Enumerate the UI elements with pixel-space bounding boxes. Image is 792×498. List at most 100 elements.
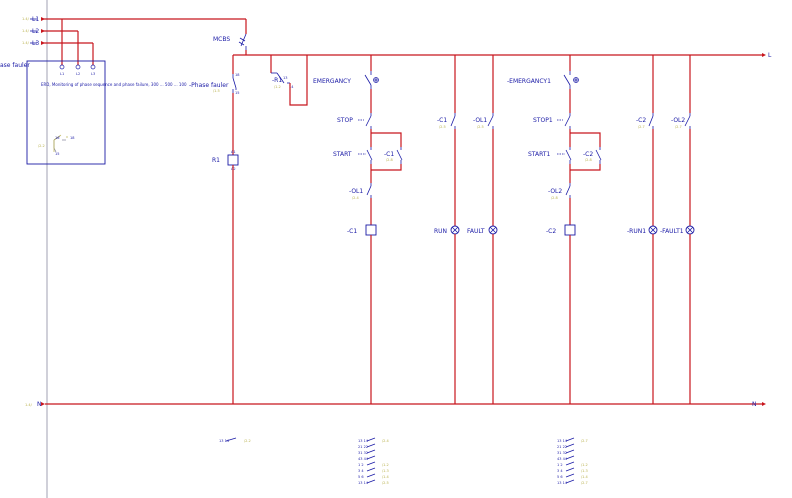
overload-2: -OL2 /2.8 [548, 183, 571, 200]
c1-xref-ref: /1.3 [382, 469, 389, 473]
c2-xref-pins: 3 4 [557, 469, 563, 473]
c2-xref-pins: 31 32 [557, 451, 567, 455]
c2-xref-pins: 21 22 [557, 445, 567, 449]
supply-l2: 1.4/ L2 [22, 28, 78, 35]
hold-contact-2: -C2 /2.8 [583, 147, 602, 164]
start-2-label: START1 [528, 151, 551, 158]
phase-relay-title: ase fauler [0, 62, 30, 69]
neutral-label: N [37, 401, 42, 408]
mcb: MCBS [213, 33, 247, 50]
c2-xref-ref: /1.3 [581, 469, 588, 473]
svg-text:15: 15 [55, 152, 59, 156]
fault-lamp-1: FAULT [467, 225, 498, 235]
fault-contact-2: -OL2 /2.7 [671, 113, 691, 129]
svg-text:/2.5: /2.5 [477, 125, 484, 129]
c1-xref-contact [366, 473, 376, 478]
c1-xref-contact [366, 449, 376, 454]
c2-xref-pins: 43 44 [557, 457, 568, 461]
contactor-coil-1: -C1 [347, 224, 377, 236]
overload-1: -OL1 /2.4 [349, 183, 372, 200]
c2-xref-ref: /1.4 [581, 475, 589, 479]
fault-contact-1: -OL1 /2.5 [473, 113, 494, 129]
run-lamp-1-label: RUN [434, 228, 447, 235]
c1-xref-pins: 43 44 [358, 457, 369, 461]
r1-contact-label: -R1 [272, 77, 282, 84]
svg-text:/2.8: /2.8 [551, 196, 558, 200]
run-contact-1-label: -C1 [437, 117, 447, 124]
c1-xref-contact [366, 461, 376, 466]
neutral-rail: 1.4/ N N [25, 401, 766, 408]
svg-text:/2.8: /2.8 [386, 158, 393, 162]
emergency-stop-2: -EMERGANCY1 [507, 71, 579, 89]
run-lamp-2: -RUN1 [627, 225, 658, 235]
stop-2-label: STOP1 [533, 117, 553, 124]
c2-xref-ref: /2.7 [581, 439, 588, 443]
c1-xref-ref: /1.2 [382, 463, 389, 467]
terminal-l2 [75, 64, 81, 70]
c1-xref-pins: 13 14 [358, 439, 369, 443]
svg-text:15: 15 [235, 91, 239, 95]
overload-1-label: -OL1 [349, 188, 363, 195]
start-button-2: START1 [528, 147, 572, 164]
c1-xref-ref: /2.5 [382, 481, 389, 485]
c2-xref-pins: 13 14 [557, 439, 568, 443]
c1-xref-pins: 5 6 [358, 475, 364, 479]
c1-xref-contact [366, 455, 376, 460]
c1-xref-contact [366, 443, 376, 448]
fault-contact-1-label: -OL1 [473, 117, 487, 124]
hold-2-label: -C2 [583, 151, 593, 158]
svg-text:1.4/: 1.4/ [25, 403, 33, 407]
contactor-coil-2: -C2 [546, 224, 576, 236]
c2-xref-contact [565, 437, 575, 442]
svg-text:18: 18 [235, 73, 239, 77]
start-1-label: START [333, 151, 352, 158]
c2-xref-contact [565, 479, 575, 484]
c1-xref-ref: /2.4 [382, 439, 390, 443]
c2-xref-pins: 5 6 [557, 475, 563, 479]
supply-l3: 1.4/ L3 [22, 40, 93, 47]
line-out-label: L [768, 52, 772, 59]
terminal-l1 [59, 64, 65, 70]
hold-1-label: -C1 [384, 151, 394, 158]
svg-text:16: 16 [55, 136, 59, 140]
terminal-l3-label: L3 [91, 72, 95, 76]
svg-text:/1.5: /1.5 [213, 89, 220, 93]
svg-text:/2.4: /2.4 [352, 196, 360, 200]
fault-contact-2-label: -OL2 [671, 117, 685, 124]
c2-xref-pins: 1 2 [557, 463, 563, 467]
c1-xref-pins: 21 22 [358, 445, 368, 449]
l3-ref: 1.4/ [22, 41, 30, 45]
run-lamp-1: RUN [434, 225, 460, 235]
r1-coil: R1 A1 A2 [212, 150, 239, 171]
c2-xref-ref: /1.2 [581, 463, 588, 467]
run-contact-2-label: -C2 [636, 117, 646, 124]
r1-cross-ref: 13 14 /2.2 [219, 437, 251, 443]
c1-xref-pins: 3 4 [358, 469, 364, 473]
c2-xref-ref: /2.7 [581, 481, 588, 485]
run-contact-2: -C2 /2.7 [636, 113, 654, 129]
c2-xref-contact [565, 461, 575, 466]
phase-relay-description: ERD, Monitoring of phase sequence and ph… [41, 82, 187, 87]
l1-label: L1 [32, 16, 39, 23]
terminal-l2-label: L2 [76, 72, 80, 76]
c1-xref-pins: 1 2 [358, 463, 364, 467]
emergency-1-label: EMERGANCY [313, 78, 351, 85]
start-button-1: START [333, 147, 373, 164]
svg-text:/2.2: /2.2 [244, 439, 251, 443]
c1-xref-contact [366, 437, 376, 442]
svg-text:14: 14 [289, 85, 294, 89]
c1-cross-ref: 13 14/2.4 21 22 31 32 43 44 1 2/1.2 3 4/1.3 5 … [358, 437, 390, 485]
l2-label: L2 [32, 28, 39, 35]
coil-2-label: -C2 [546, 228, 556, 235]
stop-button-2: STOP1 [533, 113, 571, 129]
c1-xref-pins: 31 32 [358, 451, 368, 455]
c2-xref-pins: 13 14 [557, 481, 568, 485]
r1-coil-label: R1 [212, 157, 220, 164]
svg-text:13: 13 [283, 76, 287, 80]
phase-relay: ase fauler L1 L2 L3 ERD, Monitoring of p… [0, 60, 187, 165]
supply-l1: 1.4/ L1 [22, 16, 246, 23]
l2-ref: 1.4/ [22, 29, 30, 33]
svg-text:/2.7: /2.7 [675, 125, 682, 129]
emergency-2-label: -EMERGANCY1 [507, 78, 551, 85]
